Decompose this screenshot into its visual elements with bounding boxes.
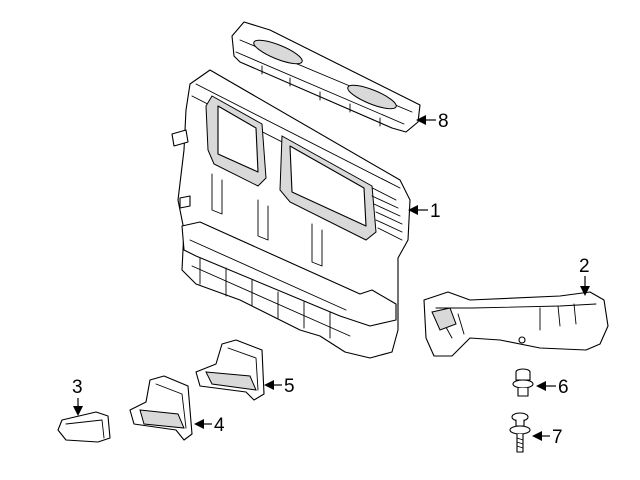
leader-5 [264, 380, 282, 390]
callout-2: 2 [579, 256, 590, 277]
callout-1: 1 [430, 201, 441, 222]
leader-1 [408, 205, 428, 215]
leader-6 [536, 381, 556, 391]
leader-8 [416, 115, 436, 125]
part-1-air-duct [171, 69, 411, 359]
part-8-upper-deflector [231, 21, 421, 133]
callout-7: 7 [552, 427, 563, 448]
callout-4: 4 [214, 415, 225, 436]
part-2-side-bracket [423, 291, 609, 357]
callout-3: 3 [72, 377, 83, 398]
leader-7 [532, 431, 550, 441]
leader-2 [580, 276, 590, 296]
leader-3 [73, 398, 83, 416]
callout-8: 8 [438, 111, 449, 132]
callout-6: 6 [558, 377, 569, 398]
part-5-air-guide [195, 339, 265, 401]
part-7-screw [509, 412, 531, 453]
part-4-air-guide [129, 375, 193, 441]
part-3-small-guide [57, 411, 111, 443]
callout-5: 5 [284, 376, 295, 397]
leader-4 [194, 419, 212, 429]
part-6-clip [512, 368, 534, 397]
